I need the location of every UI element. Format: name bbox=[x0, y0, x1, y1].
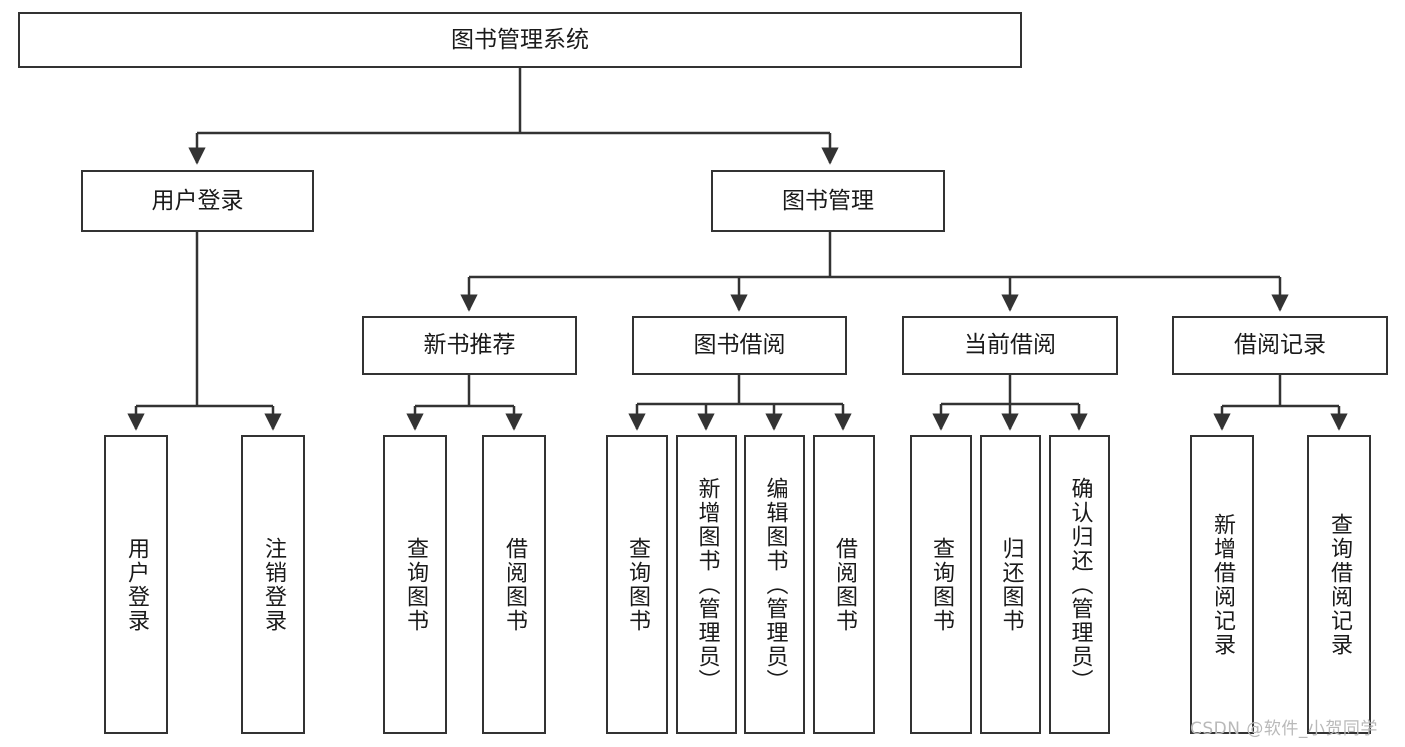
leaf-query-book-current[interactable]: 查询图书 bbox=[910, 435, 972, 734]
node-label: 图书管理系统 bbox=[451, 26, 589, 53]
leaf-query-book-recommend[interactable]: 查询图书 bbox=[383, 435, 447, 734]
leaf-user-login[interactable]: 用户登录 bbox=[104, 435, 168, 734]
node-borrow-record[interactable]: 借阅记录 bbox=[1172, 316, 1388, 375]
node-label: 当前借阅 bbox=[964, 332, 1056, 359]
node-label: 注销登录 bbox=[261, 536, 286, 633]
node-label: 查询借阅记录 bbox=[1327, 512, 1352, 657]
node-label: 图书借阅 bbox=[693, 332, 786, 359]
node-label: 新增图书（管理员） bbox=[694, 476, 720, 693]
node-label: 查询图书 bbox=[625, 536, 650, 633]
node-label: 用户登录 bbox=[151, 187, 244, 214]
node-label: 新增借阅记录 bbox=[1210, 512, 1235, 657]
leaf-query-book-borrow[interactable]: 查询图书 bbox=[606, 435, 668, 734]
node-label: 确认归还（管理员） bbox=[1067, 476, 1093, 693]
leaf-edit-book-admin[interactable]: 编辑图书（管理员） bbox=[744, 435, 805, 734]
node-book-management[interactable]: 图书管理 bbox=[711, 170, 945, 232]
leaf-add-book-admin[interactable]: 新增图书（管理员） bbox=[676, 435, 737, 734]
node-label: 借阅记录 bbox=[1234, 332, 1326, 359]
node-label: 借阅图书 bbox=[502, 536, 527, 633]
leaf-add-borrow-record[interactable]: 新增借阅记录 bbox=[1190, 435, 1254, 734]
node-current-borrow[interactable]: 当前借阅 bbox=[902, 316, 1118, 375]
node-label: 编辑图书（管理员） bbox=[762, 476, 788, 693]
node-label: 查询图书 bbox=[929, 536, 954, 633]
leaf-return-book[interactable]: 归还图书 bbox=[980, 435, 1041, 734]
node-label: 查询图书 bbox=[403, 536, 428, 633]
leaf-logout-login[interactable]: 注销登录 bbox=[241, 435, 305, 734]
leaf-query-borrow-record[interactable]: 查询借阅记录 bbox=[1307, 435, 1371, 734]
node-label: 用户登录 bbox=[124, 536, 149, 633]
leaf-borrow-book[interactable]: 借阅图书 bbox=[813, 435, 875, 734]
csdn-watermark: CSDN @软件_小贺同学 bbox=[1190, 719, 1378, 739]
leaf-confirm-return-admin[interactable]: 确认归还（管理员） bbox=[1049, 435, 1110, 734]
node-user-login[interactable]: 用户登录 bbox=[81, 170, 314, 232]
node-label: 图书管理 bbox=[782, 187, 874, 214]
node-label: 新书推荐 bbox=[423, 332, 516, 359]
node-root-system[interactable]: 图书管理系统 bbox=[18, 12, 1022, 68]
leaf-borrow-book-recommend[interactable]: 借阅图书 bbox=[482, 435, 546, 734]
node-new-book-recommend[interactable]: 新书推荐 bbox=[362, 316, 577, 375]
node-label: 归还图书 bbox=[998, 536, 1024, 633]
node-book-borrow[interactable]: 图书借阅 bbox=[632, 316, 847, 375]
node-label: 借阅图书 bbox=[832, 536, 857, 633]
